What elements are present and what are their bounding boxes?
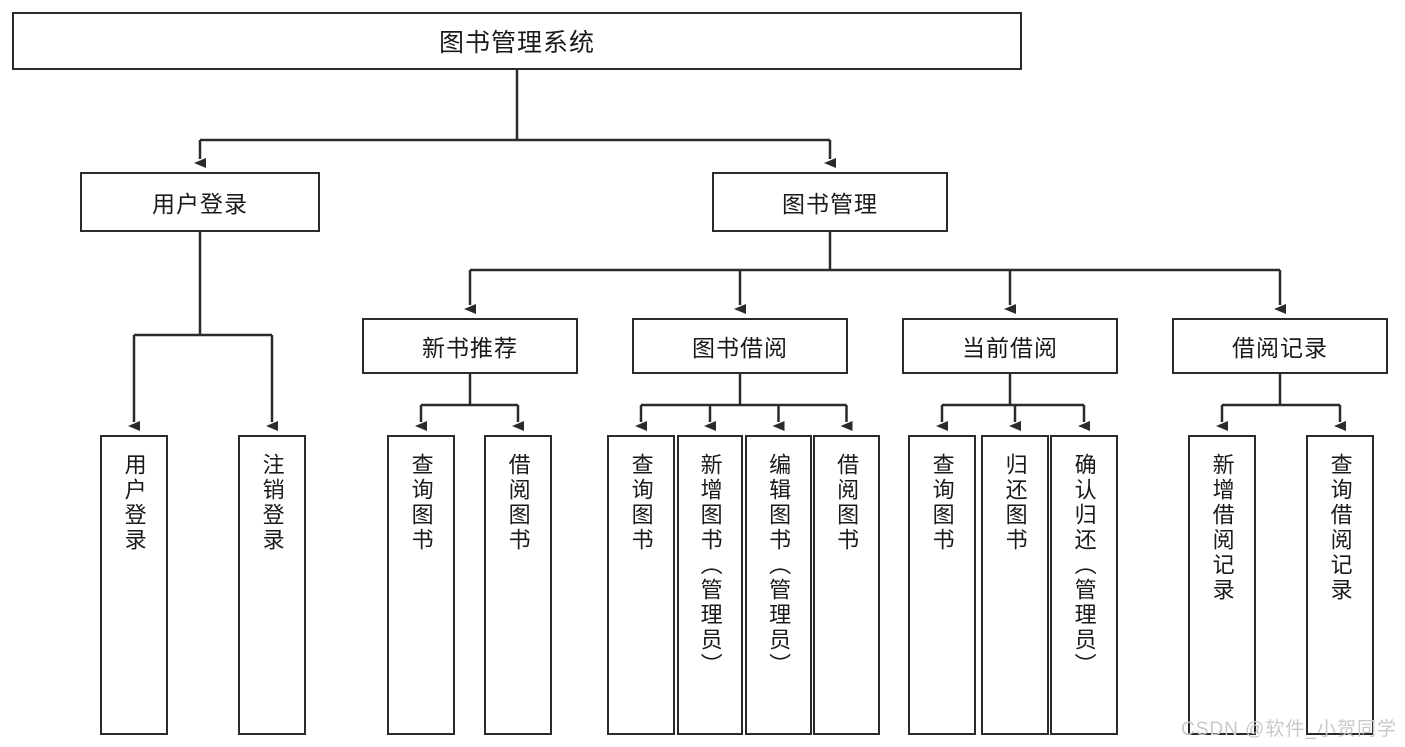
node-current-borrow: 当前借阅 [902, 318, 1118, 374]
node-label: 借阅图书 [834, 453, 860, 553]
node-label: 新增借阅记录 [1209, 453, 1235, 603]
node-label: 注销登录 [259, 453, 285, 553]
node-leaf-nb-query: 查询图书 [387, 435, 455, 735]
node-label: 当前借阅 [962, 335, 1058, 361]
node-book-manage: 图书管理 [712, 172, 948, 232]
node-label: 用户登录 [152, 191, 248, 217]
node-leaf-bb-add: 新增图书（管理员） [677, 435, 743, 735]
node-label: 查询图书 [408, 453, 434, 553]
node-leaf-cb-query: 查询图书 [908, 435, 976, 735]
node-leaf-br-query: 查询借阅记录 [1306, 435, 1374, 735]
node-root: 图书管理系统 [12, 12, 1022, 70]
node-label: 借阅记录 [1232, 335, 1328, 361]
node-label: 图书借阅 [692, 335, 788, 361]
node-leaf-user-logout: 注销登录 [238, 435, 306, 735]
node-label: 图书管理系统 [438, 29, 595, 57]
node-leaf-br-add: 新增借阅记录 [1188, 435, 1256, 735]
node-label: 确认归还（管理员） [1071, 453, 1097, 678]
node-borrow-record: 借阅记录 [1172, 318, 1388, 374]
node-new-book-rec: 新书推荐 [362, 318, 578, 374]
node-leaf-bb-borrow: 借阅图书 [813, 435, 880, 735]
node-label: 查询借阅记录 [1327, 453, 1353, 603]
node-label: 借阅图书 [505, 453, 531, 553]
node-leaf-bb-edit: 编辑图书（管理员） [745, 435, 812, 735]
node-leaf-bb-query: 查询图书 [607, 435, 675, 735]
node-leaf-nb-borrow: 借阅图书 [484, 435, 552, 735]
node-label: 用户登录 [121, 453, 147, 553]
node-book-borrow: 图书借阅 [632, 318, 848, 374]
node-label: 编辑图书（管理员） [766, 453, 792, 678]
node-label: 图书管理 [782, 191, 878, 217]
node-user-login: 用户登录 [80, 172, 320, 232]
node-label: 新书推荐 [422, 335, 518, 361]
node-leaf-cb-return: 归还图书 [981, 435, 1049, 735]
node-label: 新增图书（管理员） [697, 453, 723, 678]
node-leaf-user-login: 用户登录 [100, 435, 168, 735]
node-label: 归还图书 [1002, 453, 1028, 553]
node-label: 查询图书 [628, 453, 654, 553]
node-leaf-cb-confirm: 确认归还（管理员） [1050, 435, 1118, 735]
node-label: 查询图书 [929, 453, 955, 553]
